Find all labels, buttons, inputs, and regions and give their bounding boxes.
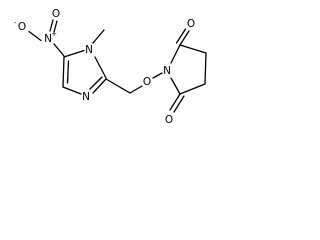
bond-n1-methyl [92, 29, 105, 44]
atom-nitro-n-plus: N + [44, 30, 57, 45]
bond-c4-c5-a [62, 56, 65, 88]
bond-c-bottom-o-b [173, 95, 185, 113]
bond-c2-n3-b [89, 76, 103, 90]
atom-nitro-o-minus-charge: - [14, 19, 17, 27]
bond-nitro-n-o-double-a [49, 19, 54, 32]
bond-c4-c5-b [66, 60, 70, 84]
atom-ring-n3: N [82, 91, 90, 103]
bond-sn-c-top [170, 44, 181, 64]
atom-ring-n1: N [85, 44, 93, 56]
atom-nitro-o-minus-symbol: O [18, 21, 26, 33]
bond-n3-c4 [62, 86, 82, 95]
atom-carbonyl-o-bottom: O [165, 114, 173, 126]
bond-nitro-n-o-double-b [53, 20, 58, 33]
bond-c2-ch2 [105, 78, 131, 94]
bond-c-top-o-a [179, 30, 190, 46]
atom-carbonyl-o-top: O [187, 18, 195, 30]
bond-ch2-ch2 [204, 52, 207, 85]
atom-succinimide-n: N [163, 65, 171, 77]
atom-nitro-o-minus: O - [14, 19, 26, 33]
bond-c5-n1 [63, 49, 85, 58]
bond-c-top-o-b [175, 28, 187, 44]
bond-c-top-ch2 [179, 44, 207, 54]
atom-nitro-n-plus-symbol: N [44, 33, 52, 45]
atom-ether-o: O [143, 76, 151, 88]
atom-nitro-o-double: O [52, 8, 60, 20]
bond-nitro-n-c5 [53, 43, 65, 57]
bond-nitro-n-o-minus [28, 30, 42, 42]
atom-nitro-n-plus-charge: + [51, 30, 57, 38]
atom-labels: O - N + O N N O N O O [14, 8, 195, 126]
bond-c-bottom-o-a [169, 93, 181, 111]
bond-n1-c2 [94, 56, 107, 79]
bond-ch2-c-bottom [179, 83, 206, 95]
bond-c-bottom-sn [170, 77, 181, 95]
bond-ch2-o [129, 85, 143, 94]
bond-o-n-succinimide [152, 72, 163, 79]
bond-c2-n3-a [92, 78, 107, 94]
bonds [28, 19, 207, 113]
molecule-structure: O - N + O N N O N O O [14, 8, 207, 126]
